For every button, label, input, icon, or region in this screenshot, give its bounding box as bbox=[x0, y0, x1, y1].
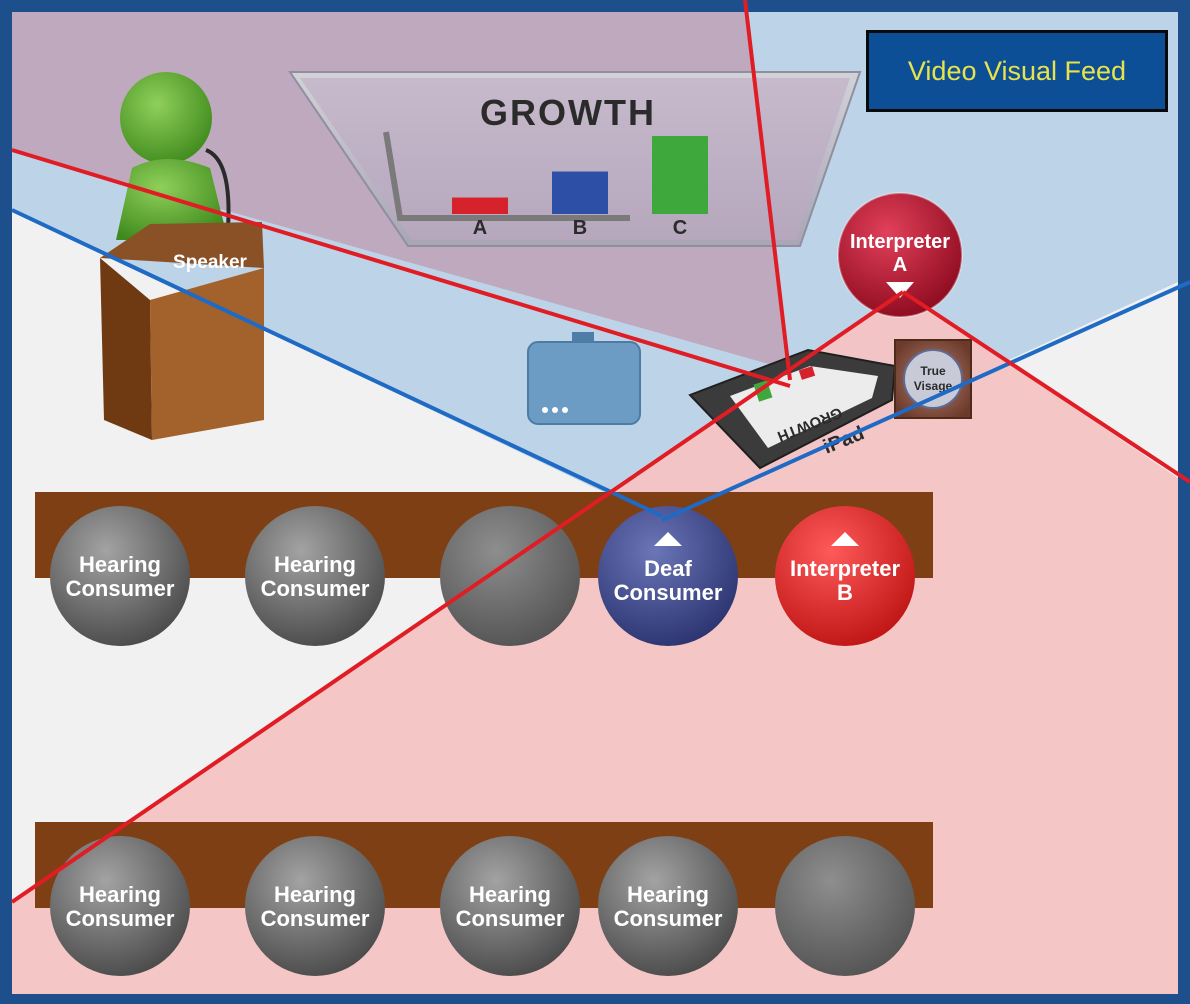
growth-bars: A B C bbox=[452, 136, 708, 239]
red-sightline-top-to-ipad bbox=[743, 0, 792, 381]
camera-device bbox=[527, 332, 641, 425]
seat-label-line2: Consumer bbox=[261, 906, 370, 931]
seat-label-line1: Hearing bbox=[274, 552, 356, 577]
growth-bar-a bbox=[452, 197, 508, 214]
seat-direction-icon bbox=[831, 532, 859, 546]
red-sightline-interp-right bbox=[901, 290, 1190, 484]
growth-bar-label-b: B bbox=[573, 217, 587, 239]
growth-bar-b bbox=[552, 171, 608, 214]
red-sightline-interp-left bbox=[10, 290, 905, 904]
seat-label-line1: Hearing bbox=[274, 882, 356, 907]
seat-circle bbox=[440, 836, 580, 976]
seat-row-2: HearingConsumerHearingConsumerHearingCon… bbox=[50, 836, 915, 976]
red-sightline-speaker-to-ipad bbox=[11, 148, 791, 388]
interpreter-sightline-zone bbox=[12, 292, 1178, 994]
seat-2-5-empty bbox=[775, 836, 915, 976]
seat-circle bbox=[245, 836, 385, 976]
seat-circle bbox=[775, 836, 915, 976]
video-visual-feed-label: Video Visual Feed bbox=[907, 55, 1127, 86]
blue-sightline-right bbox=[661, 280, 1190, 522]
seat-label-line1: Deaf bbox=[644, 556, 692, 581]
true-visage-line1: True bbox=[920, 364, 946, 378]
seat-label-line1: Hearing bbox=[79, 882, 161, 907]
interpreter-a-direction-icon bbox=[886, 282, 914, 298]
seat-circle bbox=[245, 506, 385, 646]
seat-label-line2: B bbox=[837, 580, 853, 605]
podium-label: Speaker bbox=[173, 252, 248, 273]
seat-label-line1: Hearing bbox=[79, 552, 161, 577]
growth-bar-c bbox=[652, 136, 708, 214]
speaker-figure: Speaker bbox=[100, 72, 264, 440]
seat-label-line2: Consumer bbox=[261, 576, 370, 601]
growth-bar-label-a: A bbox=[473, 217, 487, 239]
growth-bar-label-c: C bbox=[673, 217, 687, 239]
seat-direction-icon bbox=[654, 532, 682, 546]
seat-label-line1: Hearing bbox=[627, 882, 709, 907]
true-visage-line2: Visage bbox=[914, 379, 953, 393]
seat-label-line1: Interpreter bbox=[790, 556, 900, 581]
blue-sightline-left bbox=[11, 208, 663, 518]
podium-top bbox=[100, 222, 264, 268]
seat-label-line2: Consumer bbox=[614, 580, 723, 605]
seat-circle bbox=[50, 506, 190, 646]
interpreter-a-line2: A bbox=[893, 254, 907, 276]
seat-circle bbox=[598, 506, 738, 646]
video-visual-feed-box: Video Visual Feed bbox=[866, 30, 1168, 112]
seat-circle bbox=[440, 506, 580, 646]
seat-label-line2: Consumer bbox=[66, 576, 175, 601]
sight-lines bbox=[10, 0, 1190, 904]
interpreter-a-seat: Interpreter A bbox=[837, 192, 963, 318]
seat-row-1: HearingConsumerHearingConsumerDeafConsum… bbox=[50, 506, 915, 646]
seat-label-line2: Consumer bbox=[614, 906, 723, 931]
seat-label-line1: Hearing bbox=[469, 882, 551, 907]
seat-circle bbox=[775, 506, 915, 646]
interpreter-a-line1: Interpreter bbox=[850, 231, 950, 253]
seat-1-3-empty bbox=[440, 506, 580, 646]
seat-circle bbox=[598, 836, 738, 976]
true-visage-badge: True Visage bbox=[894, 339, 972, 419]
seat-circle bbox=[50, 836, 190, 976]
seat-label-line2: Consumer bbox=[456, 906, 565, 931]
podium-side bbox=[150, 268, 264, 440]
speaker-head bbox=[120, 72, 212, 164]
screen-title: GROWTH bbox=[480, 92, 656, 133]
podium-front bbox=[100, 258, 152, 440]
seat-label-line2: Consumer bbox=[66, 906, 175, 931]
projection-screen: GROWTH A B C bbox=[288, 71, 862, 247]
